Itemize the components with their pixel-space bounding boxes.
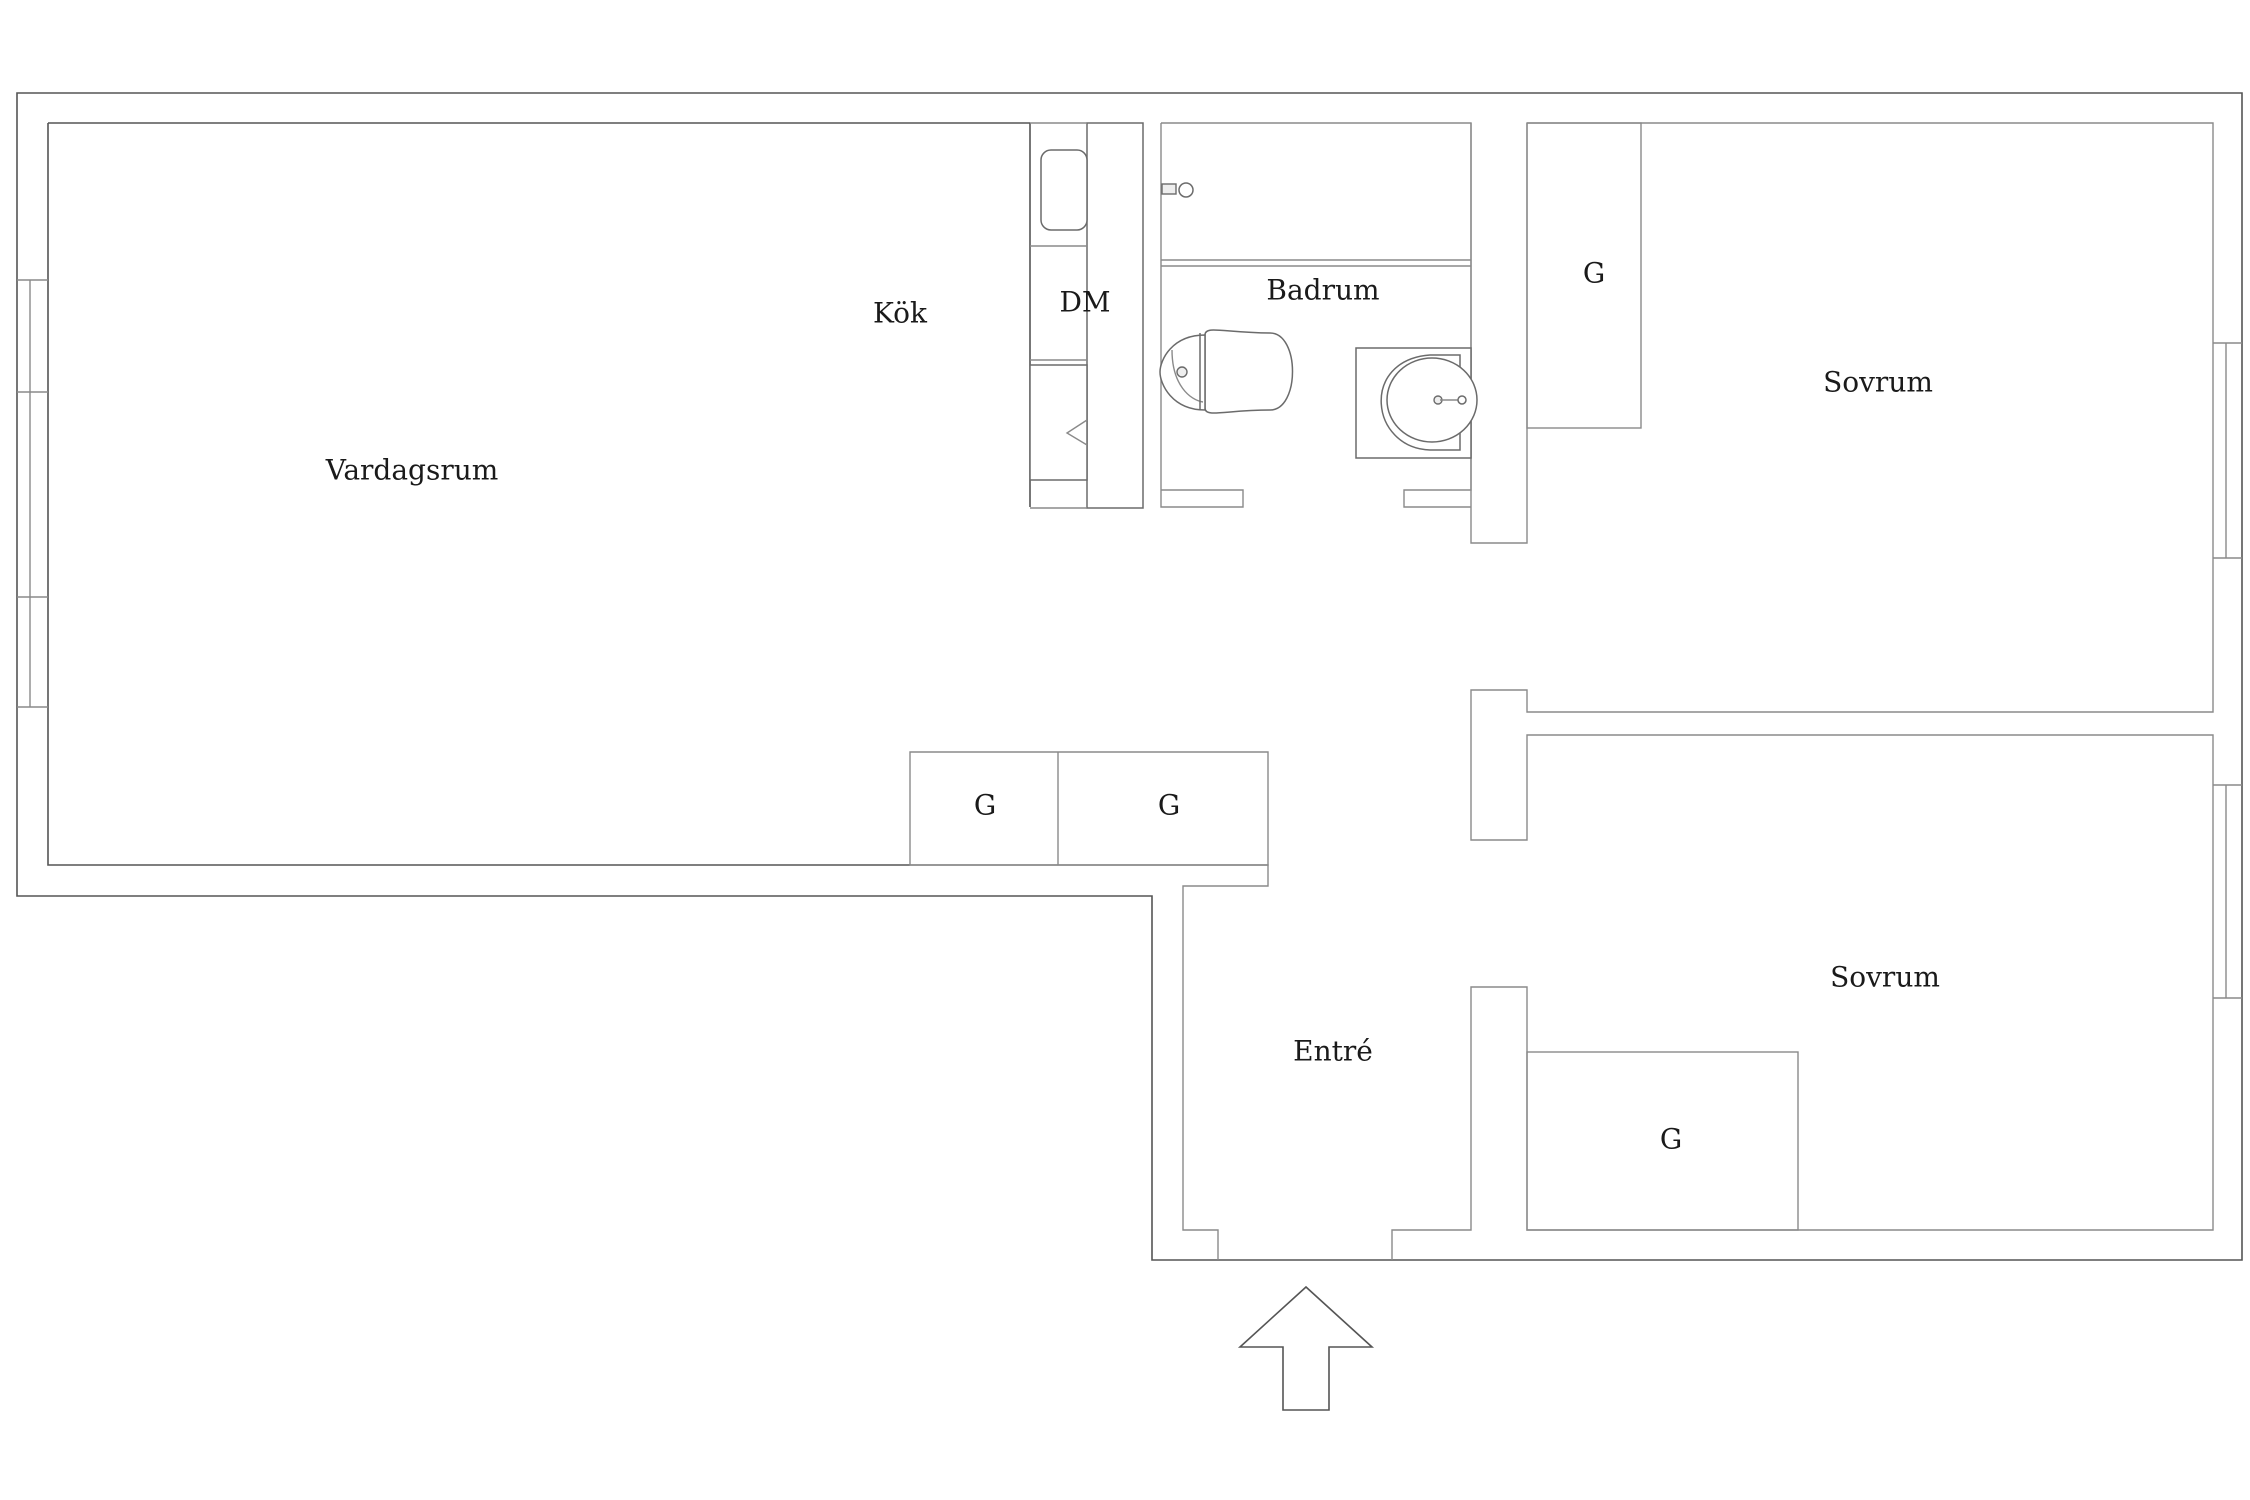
kitchen-counter — [1029, 122, 1144, 509]
faucet-icon — [1161, 182, 1194, 198]
living-room-walls — [909, 751, 1269, 1260]
bedroom-2-closet — [1526, 1051, 1799, 1231]
room-label-sovrum-1: Sovrum — [1823, 366, 1933, 399]
closet-label-living-2: G — [1158, 789, 1180, 822]
room-label-entre: Entré — [1293, 1035, 1373, 1068]
sink-icon — [1355, 347, 1478, 459]
window-right-2 — [2213, 784, 2242, 999]
room-label-dm: DM — [1059, 286, 1110, 319]
outer-walls — [16, 92, 2243, 1261]
room-label-kok: Kök — [873, 297, 928, 330]
toilet-icon — [1159, 329, 1294, 414]
window-right-1 — [2213, 342, 2242, 559]
bedroom-1-walls — [1391, 122, 2214, 1260]
window-left — [17, 279, 48, 708]
entrance-arrow-icon — [1237, 1285, 1375, 1411]
room-label-sovrum-2: Sovrum — [1830, 961, 1940, 994]
room-label-vardagsrum: Vardagsrum — [325, 454, 499, 487]
closet-label-living-1: G — [974, 789, 996, 822]
room-label-badrum: Badrum — [1266, 274, 1379, 307]
closet-label-bedroom-2: G — [1660, 1123, 1682, 1156]
closet-label-bedroom-1: G — [1583, 257, 1605, 290]
